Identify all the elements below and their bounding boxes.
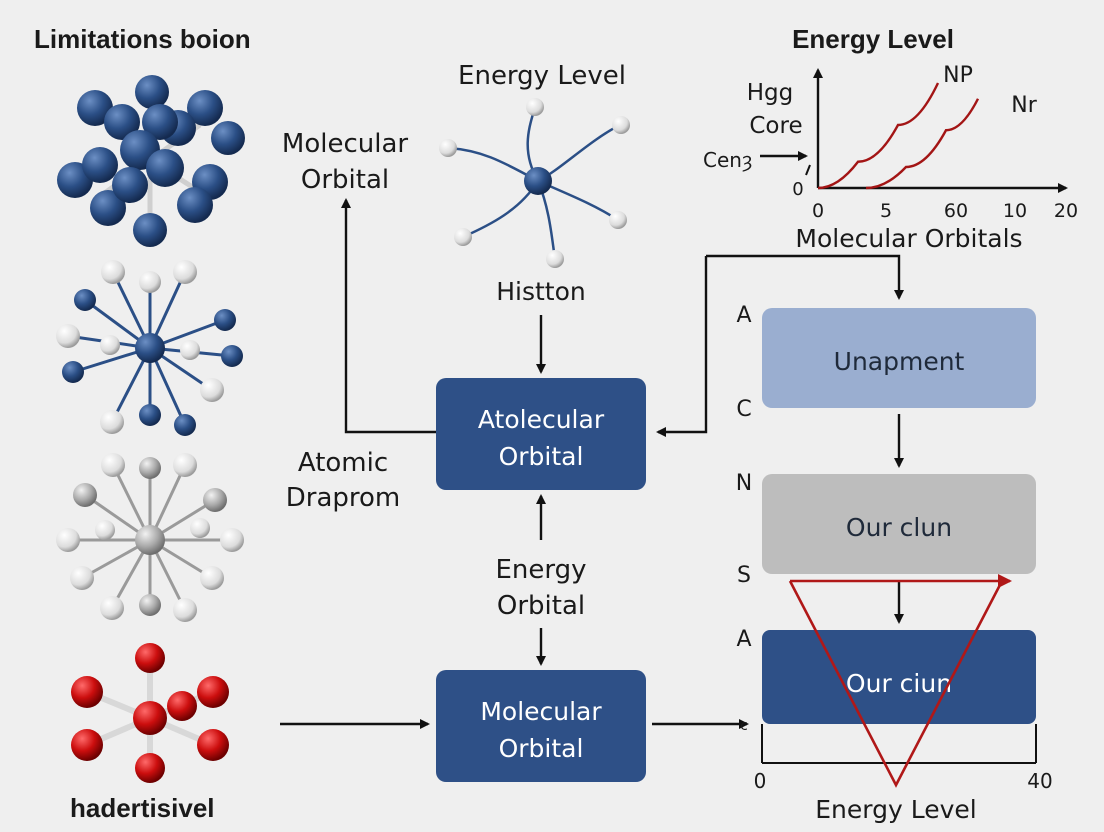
chart-y-tick: 0: [792, 179, 803, 200]
atomic-label-line1: Atomic: [298, 448, 388, 478]
molecular-orbital-label-line2: Orbital: [301, 165, 389, 195]
molecule-dark-blue-cluster-icon: [57, 75, 245, 247]
molecule-blue-white-star-icon: [56, 260, 243, 436]
chart-x-tick: 0: [812, 200, 824, 222]
energy-orbital-label-line1: Energy: [495, 555, 586, 585]
chart-x-tick: 10: [1003, 200, 1027, 222]
atomic-label-line2: Draprom: [286, 483, 401, 513]
left-column-title: Limitations boion: [34, 24, 251, 54]
chart-series-label: Nr: [1011, 93, 1037, 118]
arrow-right-to-box-top: [656, 256, 708, 437]
axis-tick-40: 40: [1027, 769, 1052, 793]
side-letter: A: [736, 303, 751, 328]
chart-x-tick: 5: [880, 200, 892, 222]
molecular-orbital-label-line1: Molecular: [282, 129, 408, 159]
chart-title: Energy Level: [792, 24, 954, 54]
svg-text:Our ciun: Our ciun: [846, 669, 952, 698]
box-molecular-orbital[interactable]: Molecular Orbital: [436, 670, 646, 782]
chart-series-line: [865, 98, 980, 190]
box-our-clun[interactable]: Our clun: [762, 474, 1036, 574]
side-letter: N: [736, 471, 752, 496]
molecule-gray-star-icon: [56, 453, 244, 622]
svg-text:Atolecular: Atolecular: [478, 405, 605, 434]
box-atolecular-orbital[interactable]: Atolecular Orbital: [436, 378, 646, 490]
energy-level-chart: Energy Level Hgg Core Cenȝ 0 0 5 60 10 20 NP…: [703, 24, 1078, 253]
svg-text:Unapment: Unapment: [834, 347, 965, 376]
hub-molecule-icon: [439, 98, 630, 268]
svg-text:Orbital: Orbital: [499, 734, 584, 763]
left-column-bottom-label: hadertisivel: [70, 793, 215, 823]
energy-level-axis: 0 40 Energy Level: [754, 724, 1053, 824]
box-unapment[interactable]: Unapment: [762, 308, 1036, 408]
box-our-ciun[interactable]: Our ciun: [762, 630, 1036, 724]
chart-ylabel-2: Core: [749, 113, 802, 139]
molecule-red-octahedral-icon: [71, 643, 229, 783]
arrow-top-to-unapment: [706, 254, 904, 300]
chart-series-label: NP: [943, 63, 973, 88]
axis-tick-0: 0: [754, 769, 767, 793]
side-letter: S: [737, 563, 751, 588]
side-letter: A: [736, 627, 751, 652]
axis-label: Energy Level: [815, 795, 976, 824]
red-triangle-overlay: [788, 574, 1012, 788]
svg-text:Molecular: Molecular: [480, 697, 602, 726]
svg-text:Orbital: Orbital: [499, 442, 584, 471]
chart-series-line: [817, 82, 940, 190]
arrow-box-to-molecular-orbital: [341, 198, 436, 434]
chart-ylabel-1: Hgg: [747, 80, 794, 106]
hub-label: Histton: [496, 277, 586, 306]
chart-annotation: Cenȝ: [703, 148, 752, 172]
side-letters: A C N S Ac: [736, 303, 752, 734]
side-letter: C: [736, 397, 751, 422]
chart-x-tick: 60: [944, 200, 968, 222]
center-top-title: Energy Level: [458, 61, 626, 91]
chart-tick-mark: [805, 164, 811, 176]
chart-x-ticks: 0 5 60 10 20: [812, 200, 1078, 222]
energy-orbital-label-line2: Orbital: [497, 591, 585, 621]
chart-series: NP Nr: [817, 63, 1038, 190]
side-letter: c: [740, 718, 748, 734]
svg-text:Our clun: Our clun: [846, 513, 952, 542]
chart-x-tick: 20: [1054, 200, 1078, 222]
chart-xlabel: Molecular Orbitals: [795, 224, 1022, 253]
